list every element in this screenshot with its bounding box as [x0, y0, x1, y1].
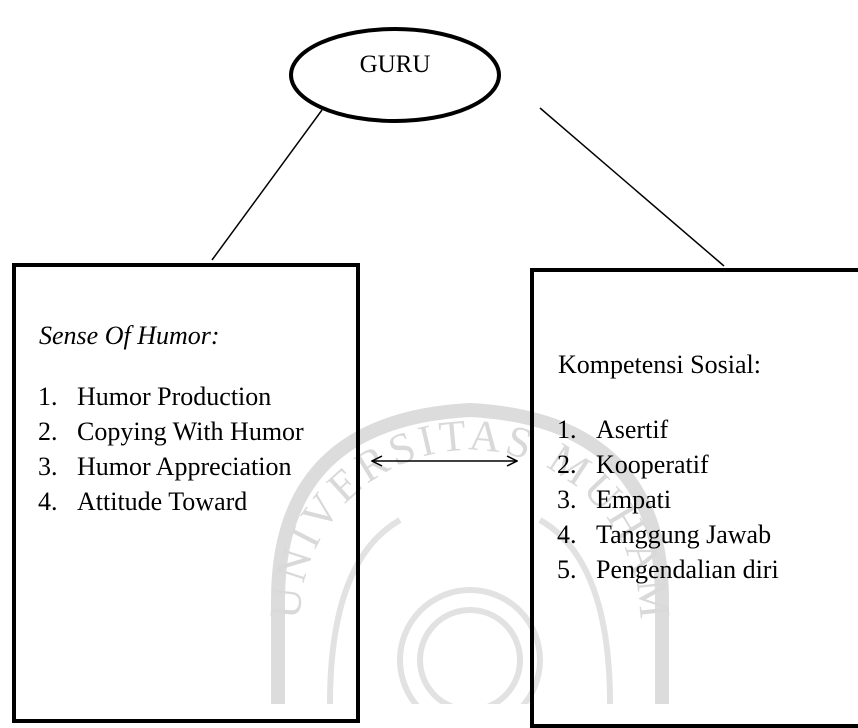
list-item-number: 4. — [557, 520, 577, 549]
sense-of-humor-title: Sense Of Humor: — [39, 321, 220, 350]
list-item-number: 5. — [557, 555, 577, 584]
guru-node-ellipse — [289, 27, 501, 123]
connector-guru-right — [539, 107, 725, 267]
list-item: 1. Asertif — [557, 412, 857, 447]
list-item-text: Tanggung Jawab — [596, 520, 772, 549]
list-item: 1. Humor Production — [38, 379, 338, 414]
connector-guru-left — [211, 109, 323, 261]
list-item-number: 2. — [38, 417, 58, 446]
list-item-text: Asertif — [596, 415, 669, 444]
list-item-text: Humor Production — [77, 382, 272, 411]
kompetensi-sosial-list: 1. Asertif 2. Kooperatif 3. Empati 4. Tanggu… — [557, 412, 857, 587]
list-item-text: Humor Appreciation — [77, 452, 292, 481]
kompetensi-sosial-box: Kompetensi Sosial: 1. Asertif 2. Kooperati… — [530, 268, 858, 728]
list-item-text: Pengendalian diri — [596, 555, 779, 584]
guru-node-label: GURU — [359, 51, 431, 78]
list-item: 3. Empati — [557, 482, 857, 517]
list-item-text: Empati — [596, 485, 672, 514]
list-item: 2. Copying With Humor — [38, 414, 338, 449]
list-item-number: 3. — [557, 485, 577, 514]
list-item-number: 1. — [557, 415, 577, 444]
list-item: 3. Humor Appreciation — [38, 449, 338, 484]
list-item: 4. Tanggung Jawab — [557, 517, 857, 552]
list-item-text: Kooperatif — [596, 450, 709, 479]
list-item: 5. Pengendalian diri — [557, 552, 857, 587]
list-item: 2. Kooperatif — [557, 447, 857, 482]
connectors-layer — [211, 27, 725, 704]
sense-of-humor-list: 1.Humor Production 2.Copying With Humor … — [38, 379, 338, 519]
sense-of-humor-box: Sense Of Humor: 1. Humor Production 2. Cop… — [12, 263, 360, 723]
list-item-text: Copying With Humor — [77, 417, 304, 446]
list-item: 4. Attitude Toward — [38, 484, 338, 519]
list-item-text: Attitude Toward — [77, 487, 248, 516]
kompetensi-sosial-title: Kompetensi Sosial: — [558, 350, 761, 379]
list-item-number: 1. — [38, 382, 58, 411]
list-item-number: 3. — [38, 452, 58, 481]
list-item-number: 2. — [557, 450, 577, 479]
list-item-number: 4. — [38, 487, 58, 516]
